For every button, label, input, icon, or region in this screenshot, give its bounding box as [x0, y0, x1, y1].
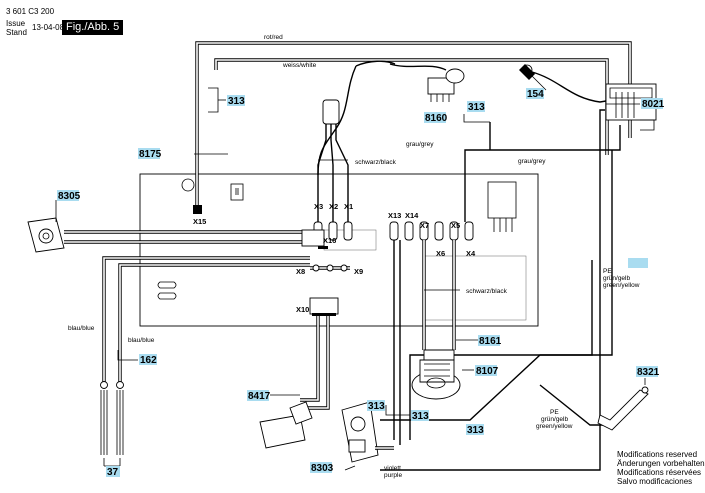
connector-x16: X16: [323, 236, 336, 245]
connector-x5: X5: [451, 221, 460, 230]
part-313-grey: 313: [468, 102, 485, 113]
connector-x9: X9: [354, 267, 363, 276]
part-8305: 8305: [58, 191, 81, 202]
part-37: 37: [107, 467, 119, 478]
wire-label-red: rot/red: [264, 34, 283, 41]
wire-label-white: weiss/white: [282, 62, 317, 69]
part-313-mid: 313: [412, 411, 429, 422]
part-313-right: 313: [467, 425, 484, 436]
part-162: 162: [140, 355, 157, 366]
sensor-8305: [27, 217, 65, 253]
part-8107: 8107: [476, 366, 499, 377]
connector-x6: X6: [436, 249, 445, 258]
issue-date: 13-04-08: [32, 23, 65, 32]
connector-x13: X13: [388, 211, 401, 220]
connector-x15: X15: [193, 217, 206, 226]
motor-8107: [411, 349, 461, 400]
wire-label-pe-1: PE: [603, 268, 612, 275]
wire-label-pe-1-en: green/yellow: [603, 282, 640, 289]
wire-label-pe-2-en: green/yellow: [536, 423, 573, 430]
figure-badge: Fig./Abb. 5: [62, 20, 124, 35]
wire-label-grey-2: grau/grey: [518, 158, 546, 165]
modifications-notice: Modifications reserved Änderungen vorbeh…: [617, 450, 705, 486]
socket-8303: [341, 401, 379, 463]
doc-id: 3 601 C3 200: [6, 7, 55, 16]
wire-label-black-1: schwarz/black: [355, 159, 397, 166]
wire-label-blue-2: blau/blue: [128, 337, 155, 344]
modifications-line-en: Modifications reserved: [617, 450, 698, 459]
connector-x8: X8: [296, 267, 305, 276]
part-8321: 8321: [637, 367, 660, 378]
connector-x14: X14: [405, 211, 419, 220]
part-154: 154: [527, 89, 544, 100]
wire-label-pe-2-de: grün/gelb: [541, 416, 568, 423]
connector-x10: X10: [296, 305, 309, 314]
empty-label-box: [628, 258, 648, 268]
connector-x1: X1: [344, 202, 353, 211]
part-8160: 8160: [425, 113, 448, 124]
part-313-left: 313: [368, 401, 385, 412]
wire-label-purple: purple: [384, 472, 402, 479]
issue-label-de: Stand: [6, 28, 27, 37]
wire-label-violet: violett: [384, 465, 401, 472]
part-8303: 8303: [311, 463, 334, 474]
modifications-line-fr: Modifications réservées: [617, 468, 702, 477]
modifications-line-de: Änderungen vorbehalten: [617, 459, 705, 468]
connector-x2: X2: [329, 202, 338, 211]
part-8161: 8161: [479, 336, 502, 347]
control-board: [139, 173, 539, 327]
part-8417: 8417: [248, 391, 271, 402]
issue-label: Issue: [6, 19, 26, 28]
pressure-switch-8160: [389, 63, 465, 102]
wire-label-black-2: schwarz/black: [466, 288, 508, 295]
connector-x7: X7: [420, 221, 429, 230]
part-313-top: 313: [228, 96, 245, 107]
modifications-line-es: Salvo modificaciones: [617, 477, 693, 486]
connector-x3: X3: [314, 202, 323, 211]
wire-label-pe-2: PE: [550, 409, 559, 416]
wire-label-blue-1: blau/blue: [68, 325, 95, 332]
wire-label-grey-1: grau/grey: [406, 141, 434, 148]
wire-label-pe-1-de: grün/gelb: [603, 275, 630, 282]
connector-x4: X4: [466, 249, 476, 258]
part-8175: 8175: [139, 149, 162, 160]
component-8417: [259, 401, 313, 449]
part-8021: 8021: [642, 99, 665, 110]
